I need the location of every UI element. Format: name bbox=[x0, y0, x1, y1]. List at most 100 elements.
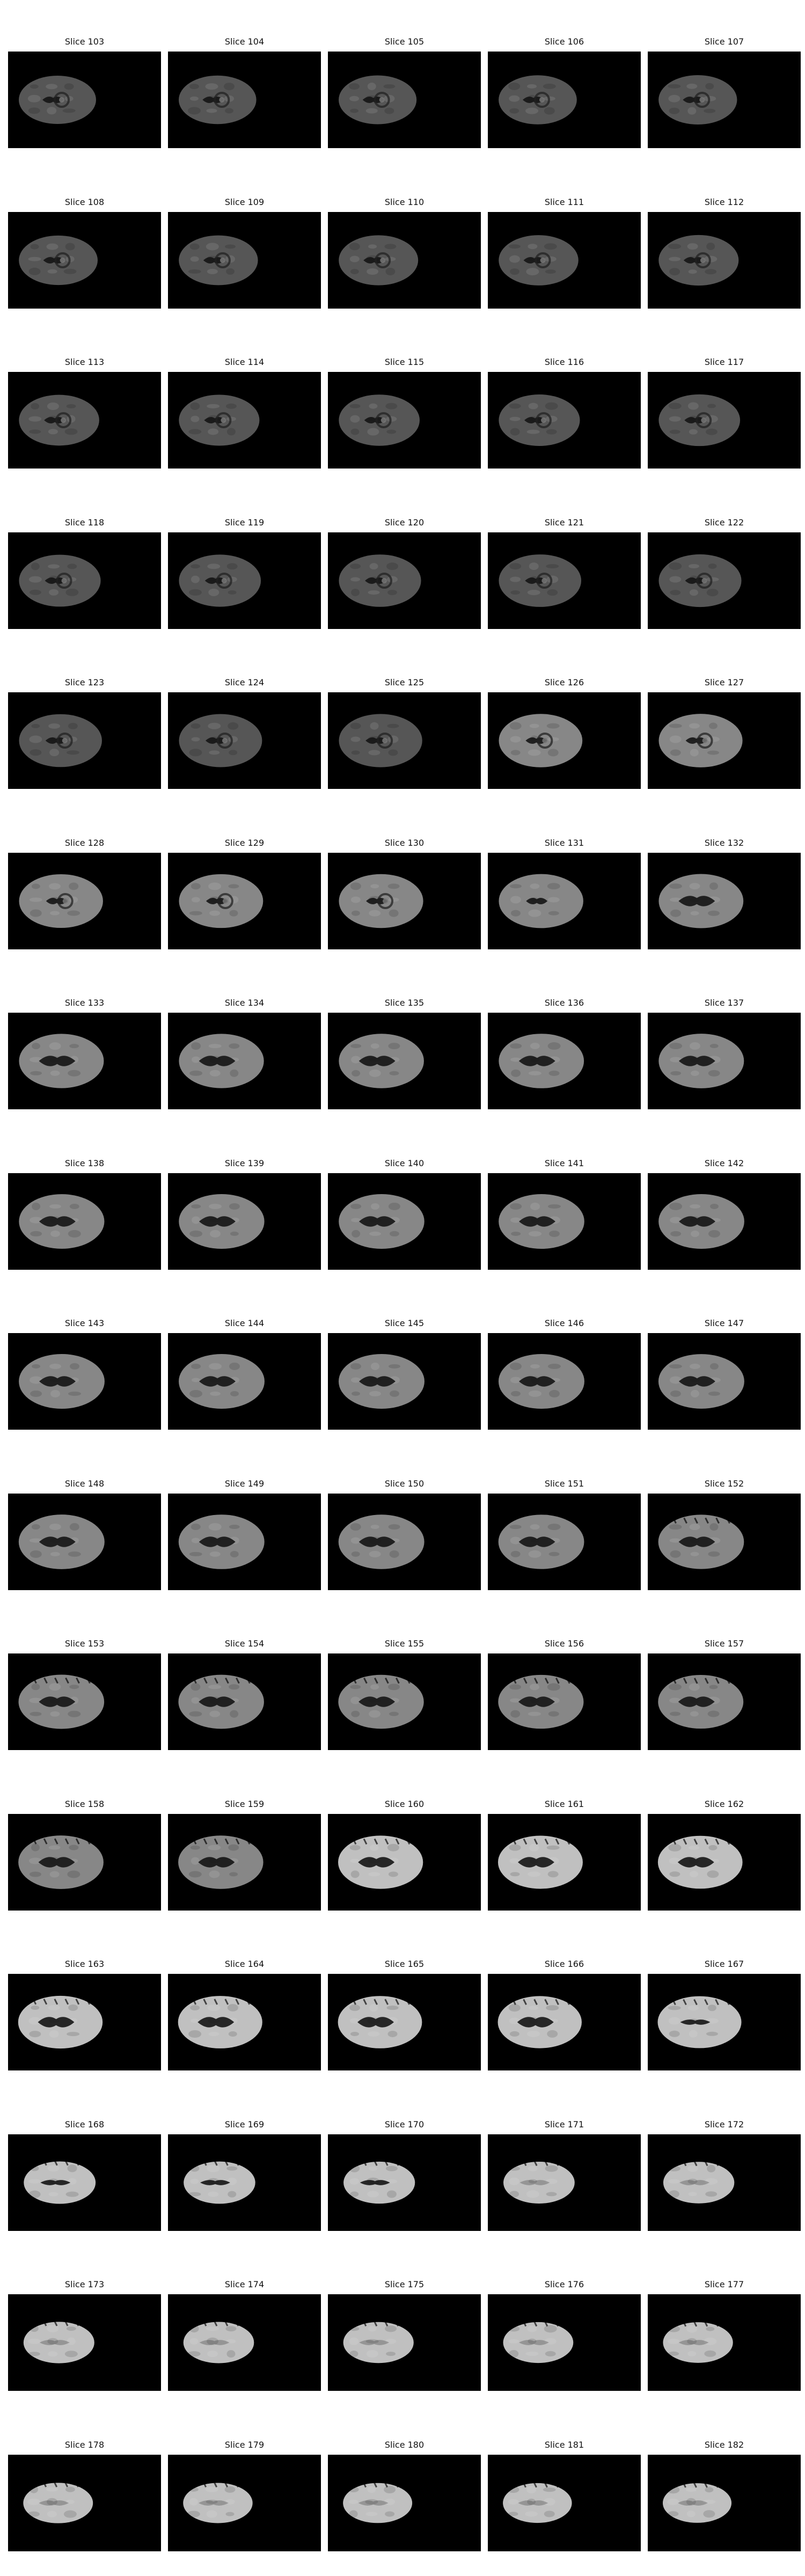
cortical-fold bbox=[522, 2320, 527, 2327]
cortical-fold bbox=[693, 2481, 697, 2488]
slice-title: Slice 152 bbox=[704, 1478, 744, 1489]
mri-slice-image bbox=[168, 1013, 321, 1109]
cortical-fold bbox=[533, 2320, 538, 2327]
cortical-fold bbox=[694, 1517, 698, 1524]
brain-slice-svg bbox=[488, 1333, 641, 1430]
cortical-fold bbox=[544, 1838, 549, 1845]
brain-texture bbox=[508, 2325, 557, 2358]
midbrain-core bbox=[382, 577, 387, 583]
midbrain-ring bbox=[57, 892, 74, 909]
cortical-fold bbox=[385, 1678, 389, 1684]
ventricle-shape bbox=[360, 2179, 390, 2185]
cortical-fold bbox=[671, 2321, 676, 2327]
mri-slice-image bbox=[168, 1813, 321, 1911]
cortical-fold bbox=[202, 2159, 207, 2166]
slice-title: Slice 112 bbox=[704, 196, 744, 207]
cortical-fold bbox=[693, 1678, 698, 1684]
slice-title: Slice 169 bbox=[224, 2119, 265, 2129]
cortical-fold bbox=[21, 2480, 26, 2487]
mri-slice-image bbox=[328, 532, 481, 629]
cortical-fold bbox=[501, 2160, 506, 2166]
slice-cell: Slice 122 bbox=[648, 516, 801, 629]
brain-slice-svg bbox=[8, 2294, 161, 2391]
cortical-fold bbox=[544, 2481, 548, 2487]
cortical-fold bbox=[54, 1838, 58, 1845]
slice-title: Slice 171 bbox=[544, 2119, 584, 2129]
ventricle-shape bbox=[518, 2500, 548, 2506]
slice-cell: Slice 112 bbox=[648, 196, 801, 309]
cortical-fold bbox=[522, 2160, 527, 2166]
slice-title: Slice 179 bbox=[224, 2439, 265, 2450]
cortical-fold bbox=[523, 1678, 528, 1684]
mri-slice-image bbox=[168, 1333, 321, 1430]
slice-cell: Slice 149 bbox=[168, 1477, 321, 1590]
slice-title: Slice 115 bbox=[384, 357, 425, 367]
brain-tissue bbox=[183, 2483, 253, 2523]
slice-title: Slice 178 bbox=[64, 2439, 105, 2450]
brain-slice-svg bbox=[648, 372, 801, 469]
mri-slice-image bbox=[8, 852, 161, 949]
ventricle-shape bbox=[199, 1216, 236, 1227]
brain-slice-svg bbox=[488, 1974, 641, 2070]
cortical-fold bbox=[202, 2481, 207, 2487]
cortical-fold bbox=[22, 1677, 26, 1684]
slice-title: Slice 105 bbox=[384, 36, 425, 47]
cortical-fold bbox=[54, 2159, 58, 2166]
cortical-fold bbox=[693, 1999, 698, 2006]
slice-cell: Slice 130 bbox=[328, 837, 481, 949]
cortical-fold bbox=[85, 2320, 90, 2326]
brain-texture bbox=[187, 2325, 237, 2358]
slice-title: Slice 172 bbox=[704, 2119, 744, 2129]
slice-cell: Slice 150 bbox=[328, 1477, 481, 1590]
cortical-fold bbox=[203, 1838, 208, 1845]
brain-slice-svg bbox=[168, 692, 321, 789]
ventricle-shape bbox=[677, 1856, 714, 1868]
slice-title: Slice 159 bbox=[224, 1798, 265, 1809]
slice-cell: Slice 133 bbox=[8, 997, 161, 1109]
ventricle-shape bbox=[199, 2340, 230, 2345]
cortical-fold bbox=[75, 1999, 80, 2005]
cortical-fold bbox=[352, 1838, 357, 1845]
midbrain-core bbox=[701, 418, 707, 423]
slice-cell: Slice 161 bbox=[488, 1798, 641, 1911]
cortical-fold bbox=[554, 2481, 559, 2487]
brain-tissue bbox=[23, 2322, 94, 2363]
mri-slice-image bbox=[168, 1493, 321, 1590]
slice-title: Slice 157 bbox=[704, 1638, 744, 1649]
mri-slice-image bbox=[8, 1653, 161, 1750]
midbrain-core bbox=[541, 577, 547, 583]
cortical-fold bbox=[236, 1677, 240, 1684]
ventricle-shape bbox=[525, 577, 547, 584]
slice-cell: Slice 180 bbox=[328, 2439, 481, 2551]
cortical-fold bbox=[715, 1999, 719, 2006]
cortical-fold bbox=[235, 1838, 240, 1845]
cortical-fold bbox=[75, 2320, 79, 2326]
cortical-fold bbox=[363, 1678, 368, 1684]
slice-title: Slice 154 bbox=[224, 1638, 265, 1649]
cortical-fold bbox=[384, 2160, 389, 2166]
slice-title: Slice 130 bbox=[384, 837, 425, 848]
mri-slice-image bbox=[8, 372, 161, 469]
slice-title: Slice 148 bbox=[64, 1478, 105, 1489]
cortical-fold bbox=[704, 2321, 708, 2327]
ventricle-shape bbox=[358, 2500, 389, 2506]
mri-slice-image bbox=[488, 532, 641, 629]
slice-title: Slice 138 bbox=[64, 1158, 105, 1168]
midbrain-core bbox=[542, 738, 548, 743]
cortical-fold bbox=[704, 2481, 708, 2488]
brain-slice-svg bbox=[8, 1493, 161, 1590]
brain-tissue bbox=[503, 2322, 574, 2363]
brain-slice-svg bbox=[328, 692, 481, 789]
slice-title: Slice 175 bbox=[384, 2279, 425, 2289]
mri-slice-image bbox=[328, 1173, 481, 1270]
ventricle-shape bbox=[39, 1376, 76, 1387]
brain-texture bbox=[510, 1202, 561, 1237]
ventricle-shape bbox=[365, 737, 387, 744]
slice-title: Slice 181 bbox=[544, 2439, 584, 2450]
slice-title: Slice 165 bbox=[384, 1959, 425, 1969]
mri-slice-image bbox=[648, 852, 801, 949]
cortical-fold bbox=[86, 1838, 91, 1845]
mri-slice-image bbox=[648, 1974, 801, 2070]
cortical-fold bbox=[384, 2481, 388, 2487]
cortical-fold bbox=[565, 2320, 570, 2327]
